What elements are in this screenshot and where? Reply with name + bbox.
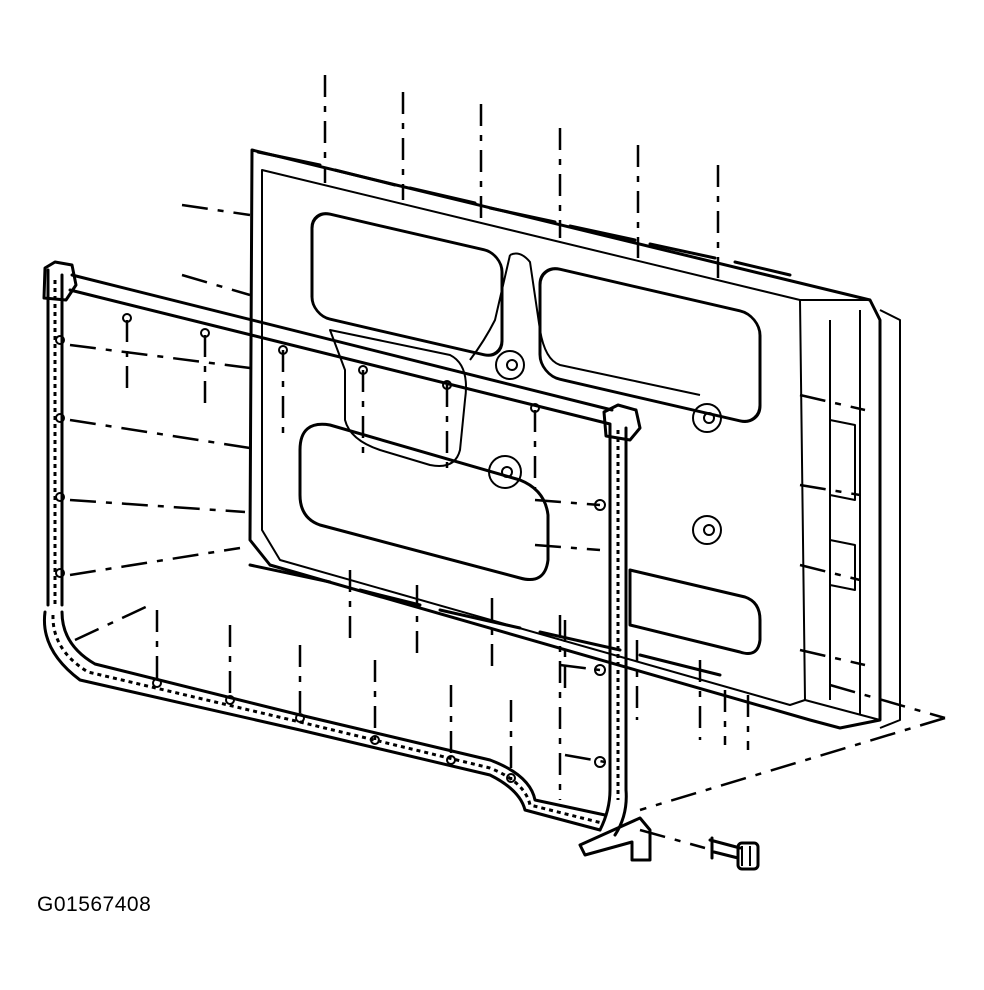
door-inner-panel (248, 148, 901, 730)
alignment-lines (69, 75, 946, 850)
panel-cutout-upper-left (310, 212, 504, 357)
panel-cutout-lower-right (628, 568, 762, 655)
figure-id-label: G01567408 (37, 893, 152, 916)
bolt (708, 836, 760, 871)
weatherstrip-seal (42, 260, 652, 862)
panel-cutout-upper-right (538, 267, 762, 423)
panel-cutout-lower-left (298, 422, 550, 581)
seal-clips (55, 313, 606, 783)
